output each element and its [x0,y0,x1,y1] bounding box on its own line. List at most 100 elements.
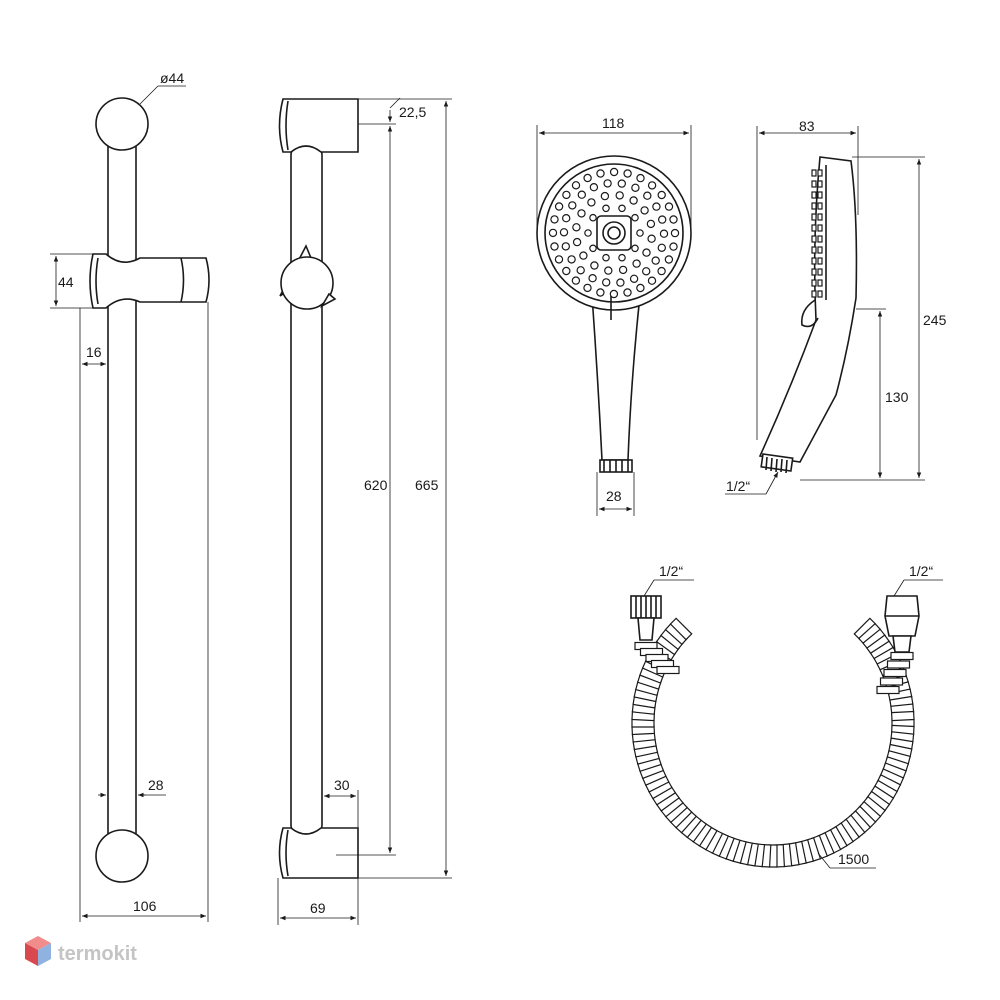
spray-nozzle [577,209,586,218]
spray-nozzle [572,237,582,247]
side-nozzle [817,279,823,287]
dim-hose-thread-left: 1/2“ [659,563,683,579]
dim-total-length: 245 [923,312,947,328]
handshower-handle [591,294,641,461]
dim-hose-thread-right: 1/2“ [909,563,933,579]
dim-slider-height: 44 [58,274,74,290]
spray-nozzle [669,242,678,251]
side-nozzle [811,290,817,298]
slider-holder [89,253,210,309]
spray-nozzle [642,267,651,276]
dim-bracket-diameter: ø44 [160,70,184,86]
dim-overall-width: 106 [133,898,157,914]
spray-nozzle [603,179,612,188]
side-threading [765,456,788,474]
side-nozzle [811,246,817,254]
side-nozzle [811,191,817,199]
spray-nozzle [657,190,666,200]
spray-nozzle [609,167,619,177]
dim-side-thread: 1/2“ [726,478,750,494]
spray-nozzle [568,201,577,210]
dim-head-diameter: 118 [602,115,625,131]
spray-nozzle [643,191,652,200]
rail-side-view [278,98,359,879]
spray-nozzle [561,242,571,251]
slider-edge [95,257,99,305]
spray-nozzle [589,213,597,222]
spray-nozzle [618,204,626,213]
spray-nozzle [584,229,592,237]
side-nozzle [811,213,817,221]
hose-rib [669,617,693,641]
spray-nozzle [651,256,660,265]
dim-handle-length: 130 [885,389,909,405]
spray-nozzle [559,228,569,237]
side-nozzle [811,202,817,210]
spray-nozzle [646,219,656,229]
dim-handshower-depth: 83 [799,118,815,134]
spray-nozzle [623,288,632,297]
spray-nozzle [631,183,640,192]
side-nozzle [817,191,823,199]
top-wall-mount [278,98,359,153]
spray-nozzle [602,253,610,262]
spray-nozzles [548,167,680,299]
spray-nozzle [588,274,597,283]
hose-rib [879,677,904,686]
spray-nozzle [647,276,657,285]
side-nozzle [811,180,817,188]
spray-nozzle [657,266,666,276]
handshower-body [758,156,858,463]
spray-nozzle [616,278,625,287]
handshower-side-dimensions: 83 245 130 1/2“ [725,118,947,495]
dim-connector-width: 28 [606,488,622,504]
spray-nozzle [658,215,667,224]
hose-rib [890,651,914,661]
nut-left-knurling [635,596,657,618]
dim-overall-length: 665 [415,477,439,493]
side-nozzle [817,268,823,276]
spray-nozzle [652,202,661,211]
spray-nozzle [636,173,645,183]
spray-nozzle [583,283,592,293]
handshower-front-view [536,155,692,473]
dim-inner-length: 620 [364,477,388,493]
side-nozzle [817,224,823,232]
spray-nozzle [632,259,641,268]
spray-nozzle [615,191,624,200]
logo-cube-right [38,943,51,966]
hose-dimensions: 1/2“ 1/2“ 1500 [643,563,943,869]
center-button-frame [596,215,632,251]
termokit-logo: termokit [25,936,137,966]
spray-nozzle [572,223,581,232]
spray-nozzle [618,253,626,262]
hose-rib [886,660,911,669]
slider-fin-right [319,292,337,309]
spray-nozzle [577,190,587,199]
spray-nozzle [579,251,588,260]
spray-nozzle [609,289,619,299]
spray-nozzle [548,228,558,238]
rail-front-dimensions: ø44 44 16 28 106 [50,70,209,922]
spray-nozzle [562,266,571,276]
side-nozzle [817,235,823,243]
side-nozzles [811,169,823,298]
side-nozzle [811,224,817,232]
spray-nozzle [664,255,674,264]
dim-rail-depth: 69 [310,900,326,916]
spray-nozzle [659,229,669,238]
spray-nozzle [576,266,585,275]
spray-nozzle [623,169,632,178]
spray-nozzle [604,266,613,275]
spray-nozzle [562,213,571,223]
side-nozzle [817,213,823,221]
spray-nozzle [550,215,559,224]
spray-nozzle [647,181,657,190]
bottom-mount-edge [285,829,289,877]
spray-nozzle [631,213,639,222]
spray-nozzle [669,215,678,224]
side-nozzle [811,235,817,243]
watermark-text: termokit [58,943,137,965]
side-nozzle [817,290,823,298]
